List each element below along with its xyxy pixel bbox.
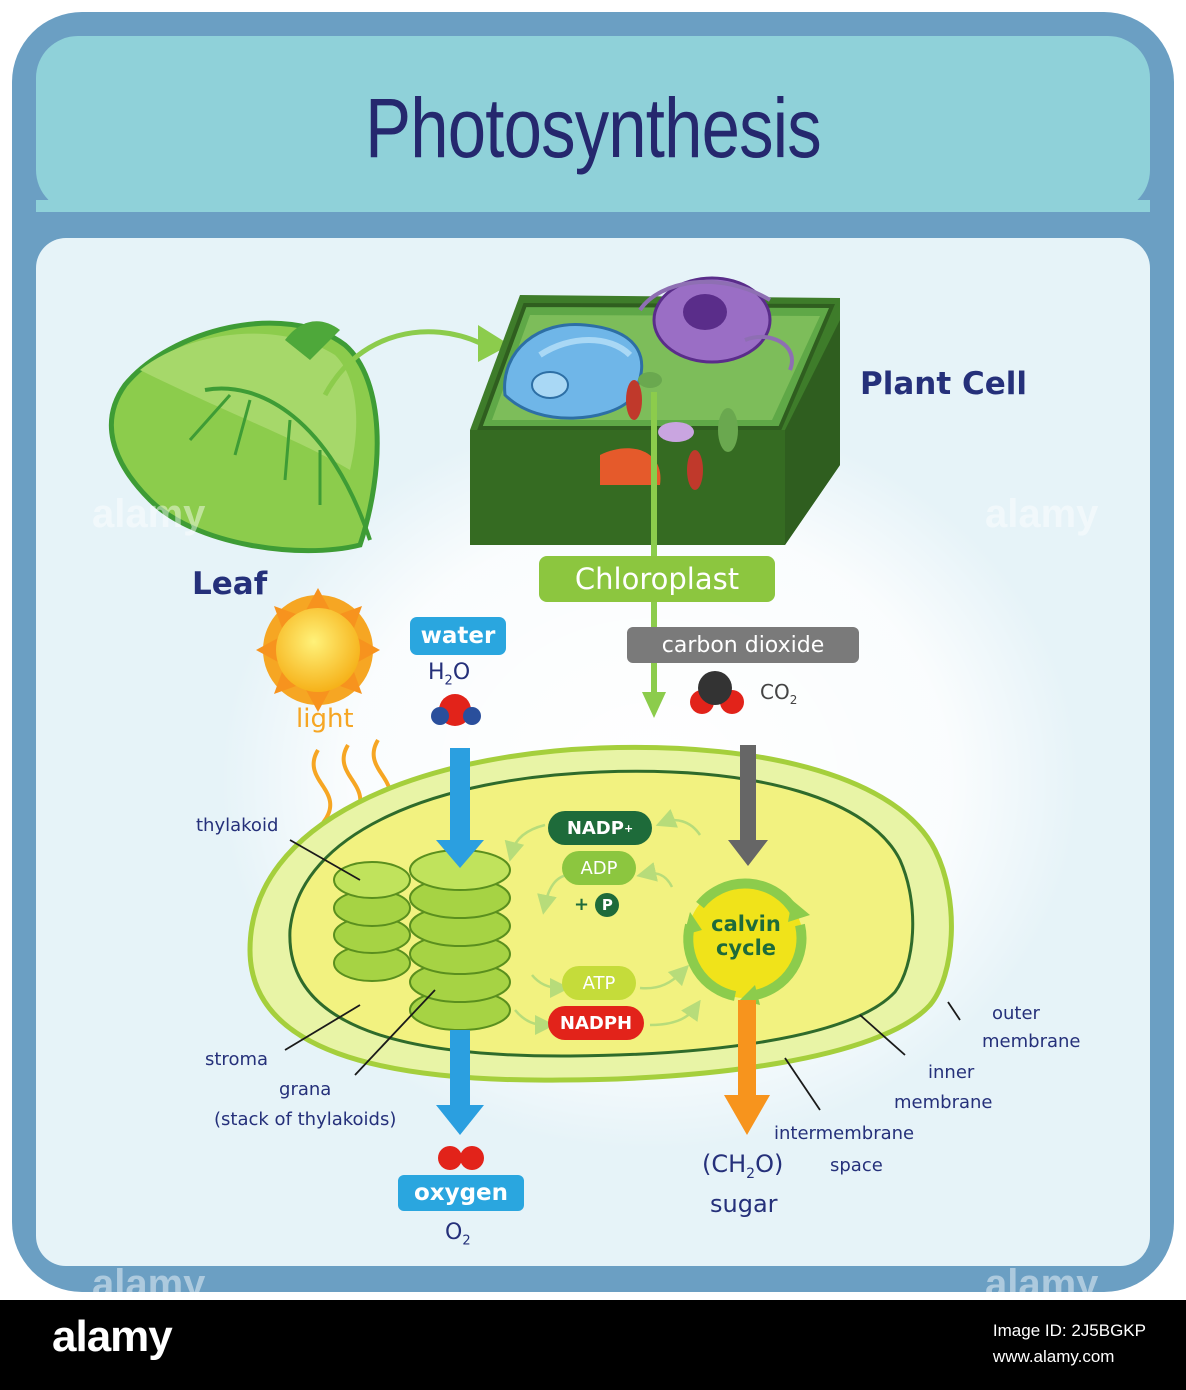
inner-line2: membrane <box>894 1092 993 1113</box>
inner-line1: inner <box>928 1062 975 1083</box>
plant-cell-label: Plant Cell <box>860 366 1027 402</box>
outer-membrane-pointer <box>947 1001 961 1021</box>
sugar-formula-a: (CH <box>702 1150 747 1178</box>
outer-membrane-label: outer membrane <box>982 1000 1080 1056</box>
atp-pill: ATP <box>562 966 636 1000</box>
water-molecule-icon <box>431 694 481 726</box>
nadph-text: NADPH <box>559 1012 633 1034</box>
grana-text: grana <box>279 1079 332 1100</box>
water-text: water <box>420 623 496 649</box>
intermembrane-pointer <box>784 1057 821 1111</box>
calvin-cycle-icon <box>683 878 810 1005</box>
calvin-cycle-label: calvin cycle <box>700 912 792 960</box>
grana-description: (stack of thylakoids) <box>214 1109 397 1130</box>
nadp-superscript: + <box>623 821 634 835</box>
co2-subscript: 2 <box>789 693 798 707</box>
watermark-ghost-1: alamy <box>92 492 206 536</box>
watermark-site: www.alamy.com <box>992 1347 1115 1366</box>
nadp-plus-pill: NADP+ <box>548 811 652 845</box>
chloroplast-text: Chloroplast <box>574 562 740 596</box>
h2o-h: H <box>428 660 445 685</box>
inner-membrane-label: inner membrane <box>894 1058 992 1118</box>
outer-line1: outer <box>992 1003 1040 1024</box>
watermark-brand: alamy <box>52 1312 173 1361</box>
outer-line2: membrane <box>982 1031 1081 1052</box>
watermark-ghost-4: alamy <box>985 1262 1099 1306</box>
nadp-text: NADP <box>566 817 624 839</box>
o2-subscript: 2 <box>462 1233 471 1249</box>
watermark-footer: alamy Image ID: 2J5BGKP www.alamy.com <box>0 1300 1186 1390</box>
carbon-dioxide-label: carbon dioxide <box>627 627 859 663</box>
h2o-subscript: 2 <box>444 673 453 689</box>
sun-icon <box>256 588 380 712</box>
plus-sign: + <box>574 894 590 915</box>
oxygen-text: oxygen <box>413 1180 509 1206</box>
h2o-o: O <box>452 660 471 685</box>
sugar-formula-subscript: 2 <box>746 1165 756 1182</box>
adp-pill: ADP <box>562 851 636 885</box>
grana-left-stack <box>333 861 411 982</box>
leaf-label: Leaf <box>192 566 268 602</box>
phosphate-badge: P <box>595 893 620 917</box>
h2o-formula: H2O <box>428 660 470 688</box>
grana-right-stack <box>409 849 511 1031</box>
oxygen-label: oxygen <box>398 1175 524 1211</box>
intermembrane-line2: space <box>830 1155 883 1176</box>
watermark-ghost-2: alamy <box>985 492 1099 536</box>
calvin-line2: cycle <box>715 936 777 960</box>
intermembrane-space-label: intermembrane space <box>774 1118 914 1182</box>
watermark-meta: Image ID: 2J5BGKP www.alamy.com <box>993 1318 1146 1370</box>
o2-o: O <box>445 1220 463 1245</box>
water-label: water <box>410 617 506 655</box>
co2-formula: CO2 <box>760 680 797 707</box>
inner-membrane-pointer <box>859 1014 906 1056</box>
grana-label: grana (stack of thylakoids) <box>214 1075 396 1135</box>
atp-text: ATP <box>582 972 616 994</box>
diagram-canvas: Photosynthesis Leaf Plant Cell Chloropla… <box>12 12 1174 1292</box>
o2-formula: O2 <box>445 1220 471 1248</box>
light-label: light <box>296 704 354 734</box>
watermark-image-id: Image ID: 2J5BGKP <box>992 1321 1146 1340</box>
co2-molecule-icon <box>690 671 744 714</box>
co2-c: CO <box>760 680 790 704</box>
sugar-formula-b: O) <box>755 1150 784 1178</box>
nadph-pill: NADPH <box>548 1006 644 1040</box>
chloroplast-label: Chloroplast <box>539 556 775 602</box>
sugar-label: sugar <box>710 1190 778 1218</box>
plus-p-label: + P <box>574 893 620 917</box>
leaf-illustration <box>108 320 380 554</box>
calvin-line1: calvin <box>711 912 781 936</box>
title-band <box>36 36 1150 212</box>
oxygen-molecule-icon <box>438 1146 484 1170</box>
thylakoid-label: thylakoid <box>196 815 279 836</box>
watermark-ghost-3: alamy <box>92 1262 206 1306</box>
sugar-formula: (CH2O) <box>702 1150 783 1182</box>
stroma-pointer <box>284 1004 361 1051</box>
intermembrane-line1: intermembrane <box>774 1123 915 1144</box>
thylakoid-pointer <box>289 839 361 881</box>
grana-pointer <box>354 989 436 1076</box>
adp-text: ADP <box>580 857 618 879</box>
carbon-dioxide-text: carbon dioxide <box>661 632 825 658</box>
page-title: Photosynthesis <box>365 80 821 175</box>
stroma-label: stroma <box>205 1049 269 1070</box>
